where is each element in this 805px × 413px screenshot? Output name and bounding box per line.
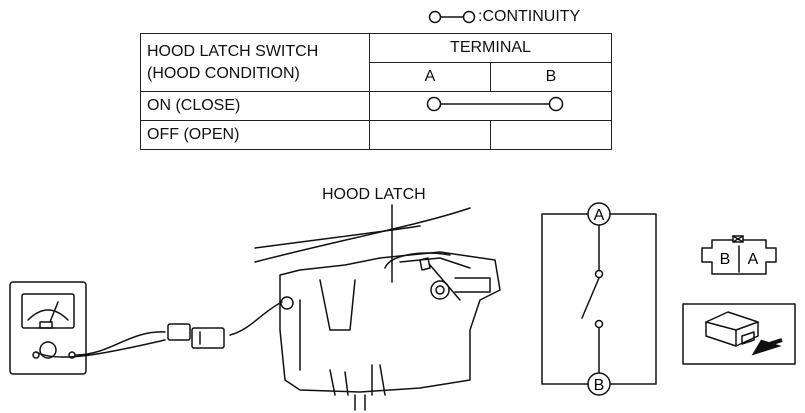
terminal-header: TERMINAL bbox=[369, 33, 612, 63]
multimeter bbox=[9, 281, 87, 375]
switch-header: HOOD LATCH SWITCH (HOOD CONDITION) bbox=[140, 33, 370, 92]
switch-header-line2: (HOOD CONDITION) bbox=[147, 64, 300, 82]
row-off-label: OFF (OPEN) bbox=[140, 120, 370, 150]
schematic-terminal-b-label: B bbox=[594, 377, 605, 394]
connector-pin-a: A bbox=[748, 251, 759, 268]
schematic-terminal-a bbox=[587, 202, 611, 226]
continuity-symbol-icon bbox=[428, 10, 476, 24]
continuity-legend: :CONTINUITY bbox=[428, 6, 580, 28]
switch-header-line1: HOOD LATCH SWITCH bbox=[147, 42, 319, 60]
probe-connector-left bbox=[167, 323, 191, 341]
terminal-b-header: B bbox=[490, 62, 612, 92]
connector-pin-b: B bbox=[720, 251, 731, 268]
hood-latch-label: HOOD LATCH bbox=[322, 186, 426, 203]
switch-contact-arm bbox=[581, 277, 600, 319]
hood-edge-line bbox=[254, 207, 471, 263]
legend-text: :CONTINUITY bbox=[478, 8, 581, 25]
multimeter-display bbox=[21, 293, 75, 329]
latch-bolt-right bbox=[430, 280, 450, 300]
row-off-a bbox=[369, 120, 491, 150]
latch-bolt-left bbox=[280, 296, 294, 310]
continuity-line-icon bbox=[426, 96, 563, 111]
view-direction-arrow-icon bbox=[751, 338, 783, 356]
schematic-terminal-b bbox=[587, 372, 611, 396]
row-off-b bbox=[490, 120, 612, 150]
row-on-continuity bbox=[369, 91, 612, 121]
continuity-table: HOOD LATCH SWITCH (HOOD CONDITION) TERMI… bbox=[140, 33, 612, 150]
latch-body bbox=[279, 251, 501, 393]
probe-connector-right bbox=[191, 327, 225, 349]
multimeter-dial bbox=[39, 341, 57, 359]
schematic-terminal-a-label: A bbox=[594, 207, 605, 224]
connector-view-inset bbox=[682, 303, 796, 365]
multimeter-needle bbox=[49, 301, 59, 323]
connector-face bbox=[701, 239, 777, 275]
